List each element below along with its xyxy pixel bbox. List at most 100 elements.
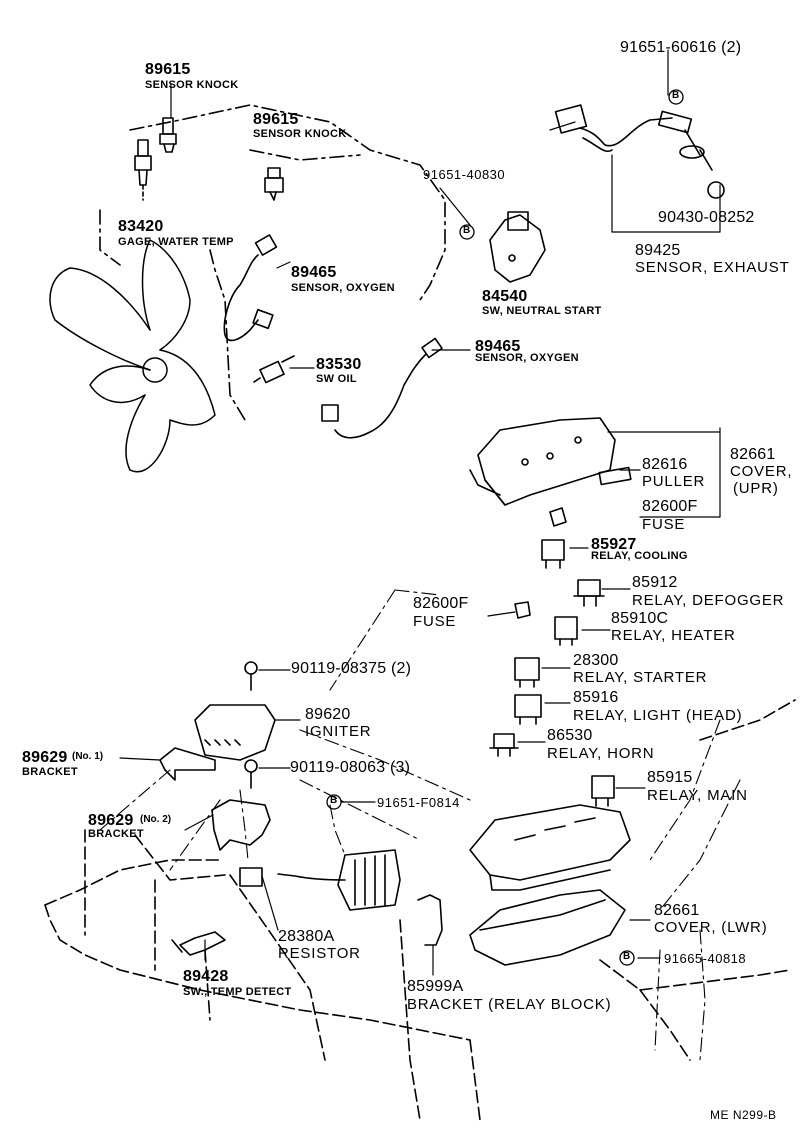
part-name-89465b: SENSOR, OXYGEN [475,352,579,364]
part-number-90119-08063: 90119-08063 (3) [290,759,411,776]
diagram-code: ME N299-B [710,1108,777,1122]
relay-cover-lower [469,889,626,966]
engine-outline [99,104,446,421]
part-name-82600f-b: FUSE [413,613,457,630]
part-name-89428: SW., TEMP DETECT [183,986,292,998]
part-number-91665: 91665-40818 [664,951,747,966]
relay-cover-upper [469,417,632,506]
cooling-fan [49,239,216,473]
part-name-83530: SW OIL [316,373,357,385]
part-name-85999a: BRACKET (RELAY BLOCK) [407,996,612,1013]
bolt-2 [244,759,258,789]
marker-b-4: B [623,951,631,962]
part-number-28300: 28300 [573,652,619,669]
knock-sensor-1 [159,117,177,153]
relay-defogger [573,579,605,607]
part-number-91651-40830: 91651-40830 [423,167,506,182]
marker-b-1: B [672,90,680,101]
part-number-82600f-a: 82600F [642,498,698,515]
part-name-85912: RELAY, DEFOGGER [632,592,785,609]
resistor [239,849,401,911]
relay-block-bracket [417,894,443,946]
part-number-28380a: 28380A [278,928,335,945]
relay-heater [554,616,578,646]
relay-block [469,804,631,891]
bolt-1 [244,661,258,691]
oil-switch [253,355,295,384]
part-number-89465b: 89465 [475,338,521,355]
part-number-83420: 83420 [118,218,164,235]
part-number-82600f-b: 82600F [413,595,469,612]
part-number-84540: 84540 [482,288,528,305]
part-name-83420: GAGE, WATER TEMP [118,236,234,248]
part-name-89425: SENSOR, EXHAUST [635,259,790,276]
water-temp-gage [134,139,152,201]
part-name-89465a: SENSOR, OXYGEN [291,282,395,294]
part-number-85910c: 85910C [611,610,669,627]
part-name-86530: RELAY, HORN [547,745,655,762]
part-name-28380a: RESISTOR [278,945,361,962]
marker-b-3: B [330,795,338,806]
part-number-85999a: 85999A [407,978,464,995]
marker-b-2: B [463,225,471,236]
part-number-89620: 89620 [305,706,351,723]
part-number-85916: 85916 [573,689,619,706]
fuse-a [549,507,567,527]
neutral-start-switch [489,211,546,283]
part-name-89620: IGNITER [305,723,372,740]
part-number-90430: 90430-08252 [658,209,755,226]
part-number-82661-lwr: 82661 [654,902,700,919]
part-number-89629-no1: 89629 [22,749,68,766]
part-name-82616: PULLER [642,473,706,490]
part-name-89629-no2: BRACKET [88,828,144,840]
guide-lines [99,589,741,1061]
temp-detect-switch [171,931,226,956]
part-name-85915: RELAY, MAIN [647,787,748,804]
part-number-91651-60616: 91651-60616 (2) [620,39,742,56]
bracket-no2 [211,799,271,851]
bracket-no1 [159,747,216,781]
fuse-b [514,601,531,619]
part-sub-89629-no2: (No. 2) [140,814,172,825]
part-number-86530: 86530 [547,727,593,744]
part-name-85916: RELAY, LIGHT (HEAD) [573,707,743,724]
knock-sensor-2 [264,167,284,201]
part-name-82661-upr: COVER, [730,463,793,480]
part-number-82616: 82616 [642,456,688,473]
part-number-91651-f0814: 91651-F0814 [377,795,460,810]
oxygen-sensor-a [223,234,278,342]
part-number-89629-no2: 89629 [88,812,134,829]
part-name-85910c: RELAY, HEATER [611,627,736,644]
part-name-28300: RELAY, STARTER [573,669,708,686]
leader-lines [119,49,721,976]
part-number-90119-08375: 90119-08375 (2) [291,660,412,677]
part-number-89615a: 89615 [145,61,191,78]
relay-starter [514,657,540,688]
part-number-85915: 85915 [647,769,693,786]
part-number-85912: 85912 [632,574,678,591]
oxygen-sensor-b [321,337,443,439]
relay-horn [489,733,519,757]
body-outline [44,699,796,1121]
exhaust-sensor [554,104,725,199]
relay-main [591,775,615,807]
part-number-82661-upr: 82661 [730,446,776,463]
part-number-89465a: 89465 [291,264,337,281]
relay-light [514,694,542,725]
relay-cooling [541,539,565,569]
part-name-82661-lwr: COVER, (LWR) [654,919,768,936]
part-name-84540: SW, NEUTRAL START [482,305,602,317]
part-number-89428: 89428 [183,968,229,985]
part-number-83530: 83530 [316,356,362,373]
part-name-89615b: SENSOR KNOCK [253,128,347,140]
part-number-85927: 85927 [591,536,637,553]
part-name-82600f-a: FUSE [642,516,686,533]
part-sub-89629-no1: (No. 1) [72,751,104,762]
part-name2-82661-upr: (UPR) [733,480,779,497]
part-number-89425: 89425 [635,242,681,259]
igniter [194,704,276,761]
part-name-89629-no1: BRACKET [22,766,78,778]
marker-b-group [326,89,684,966]
part-number-89615b: 89615 [253,111,299,128]
